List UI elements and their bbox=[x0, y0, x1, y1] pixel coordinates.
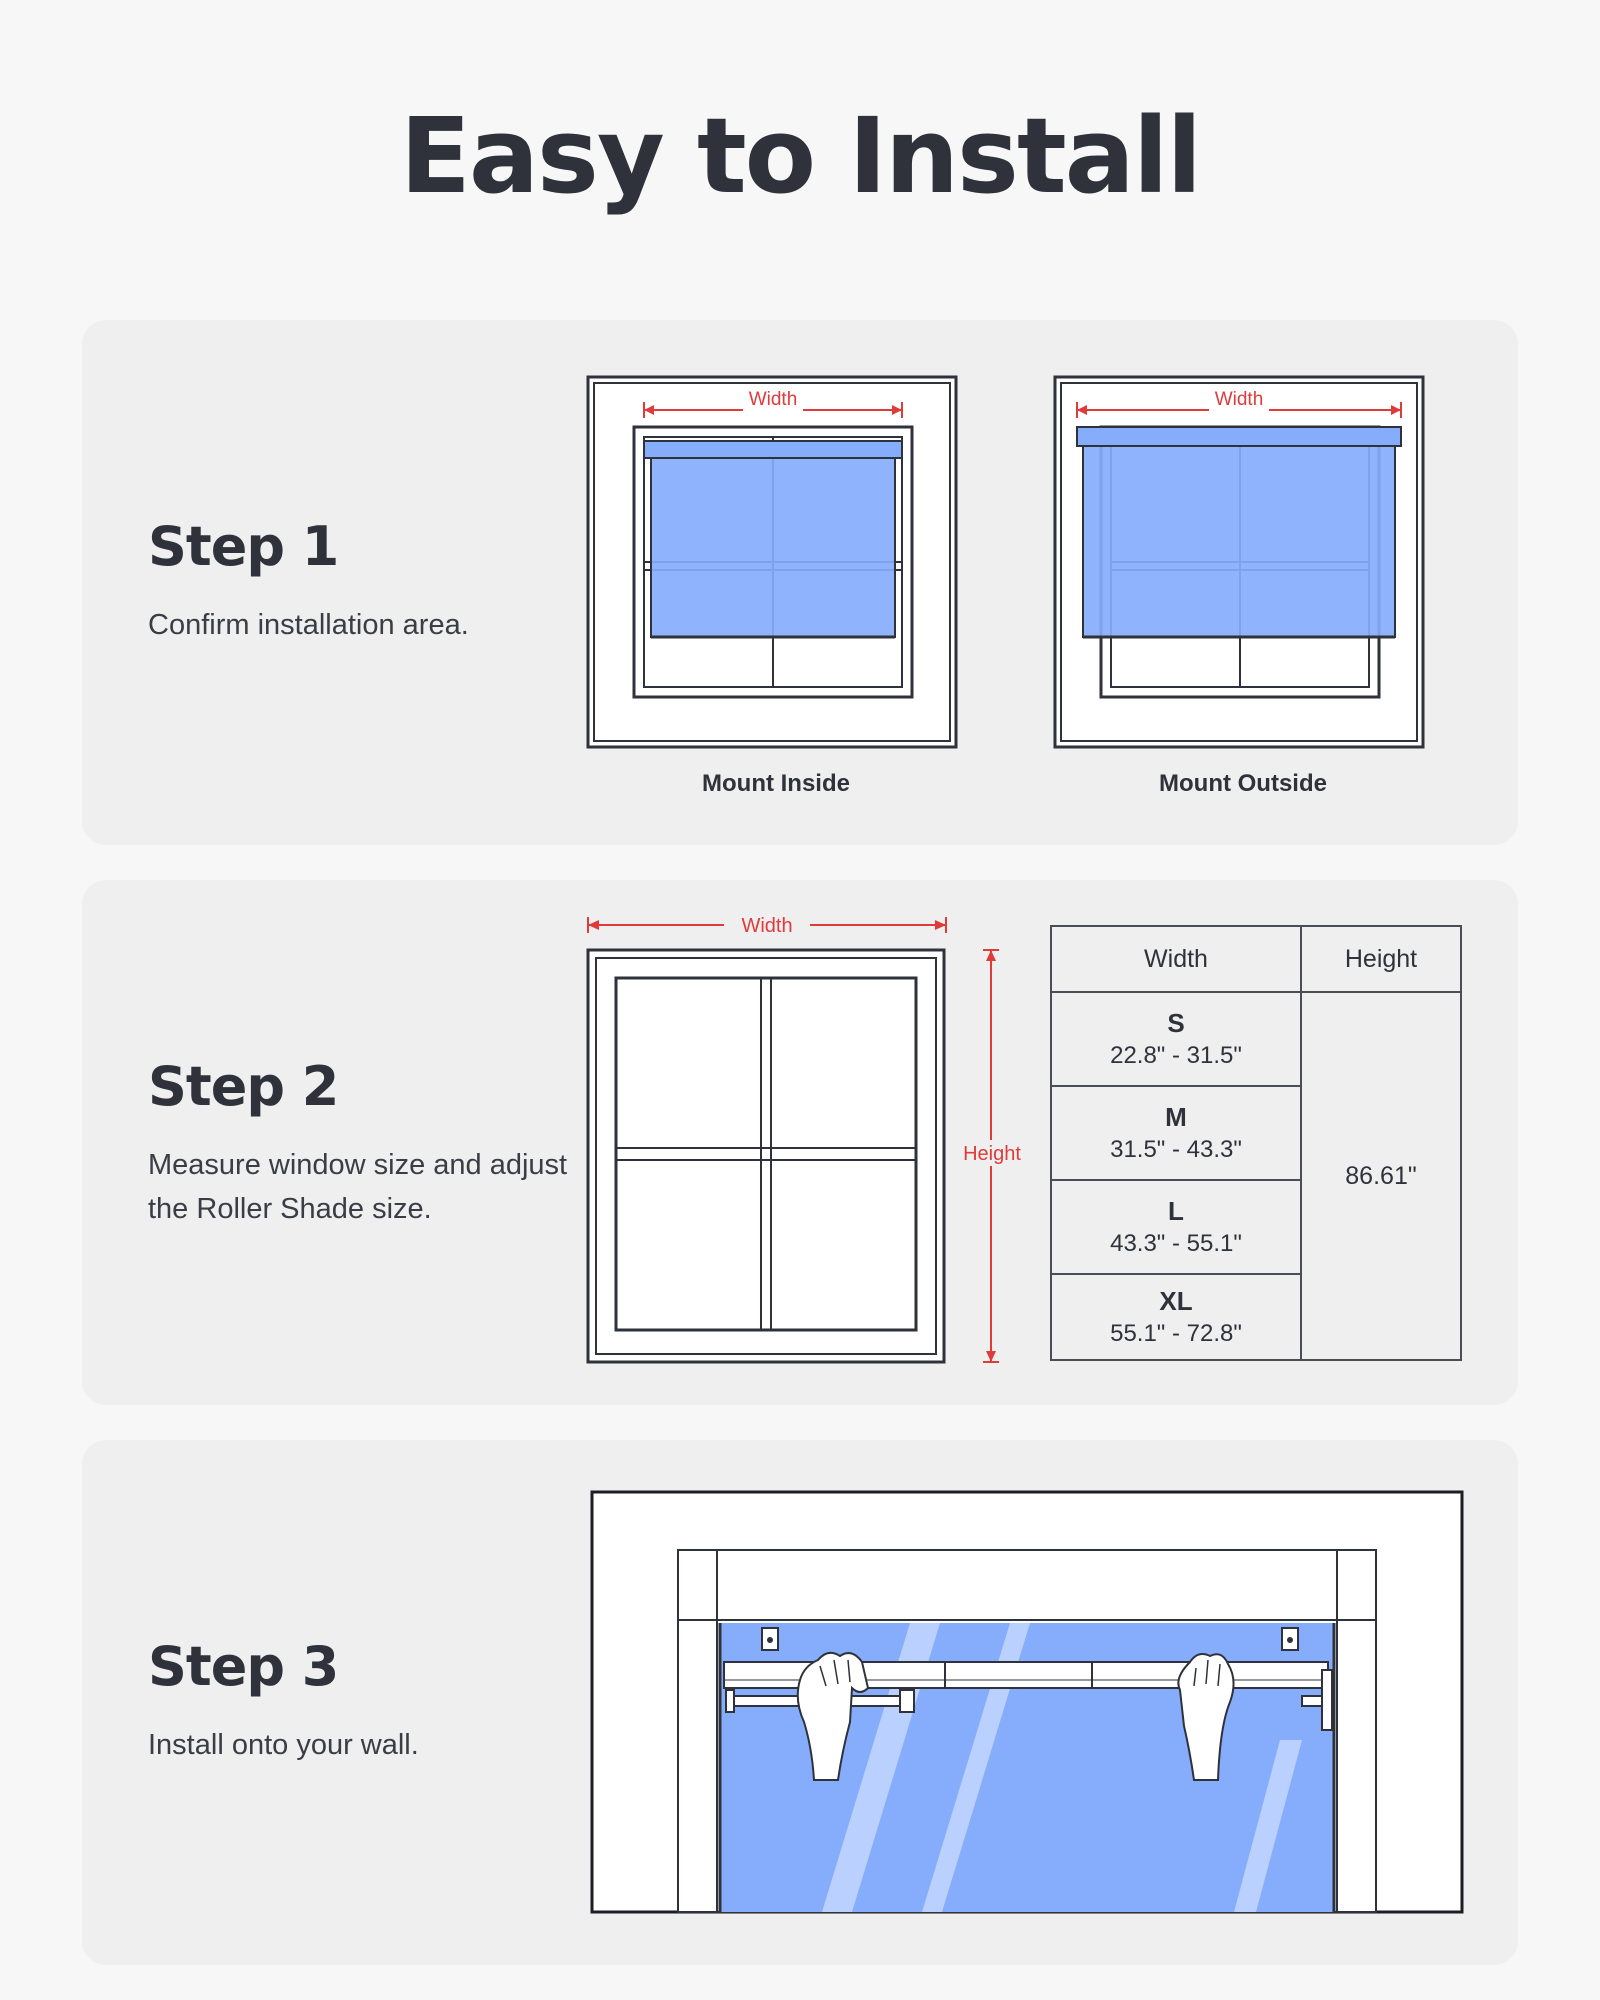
size-range: 31.5" - 43.3" bbox=[1110, 1136, 1242, 1163]
size-cell-s: S 22.8" - 31.5" bbox=[1050, 991, 1302, 1087]
step-3-card: Step 3 Install onto your wall. bbox=[82, 1440, 1518, 1965]
table-row: M 31.5" - 43.3" bbox=[1050, 1085, 1461, 1181]
mount-inside-width-label: Width bbox=[749, 389, 798, 410]
size-cell-xl: XL 55.1" - 72.8" bbox=[1050, 1273, 1302, 1361]
size-label: L bbox=[1168, 1196, 1184, 1226]
step-1-description: Confirm installation area. bbox=[148, 609, 469, 641]
size-range: 43.3" - 55.1" bbox=[1110, 1230, 1242, 1257]
step-3-title: Step 3 bbox=[148, 1635, 339, 1698]
size-range: 22.8" - 31.5" bbox=[1110, 1042, 1242, 1069]
size-label: XL bbox=[1159, 1286, 1193, 1316]
table-header-width: Width bbox=[1050, 925, 1302, 993]
step-3-description: Install onto your wall. bbox=[148, 1729, 419, 1761]
measure-width-label: Width bbox=[741, 915, 792, 937]
install-wall-diagram bbox=[590, 1490, 1464, 1914]
table-row: XL 55.1" - 72.8" bbox=[1050, 1273, 1461, 1361]
size-cell-l: L 43.3" - 55.1" bbox=[1050, 1179, 1302, 1275]
table-row: S 22.8" - 31.5" 86.61" bbox=[1050, 991, 1462, 1361]
measure-window-diagram: Width Height bbox=[586, 915, 1028, 1364]
size-table: Width Height S 22.8" - 31.5" 86.61" M 31… bbox=[1050, 925, 1462, 1361]
mount-inside-diagram: Width bbox=[586, 375, 958, 749]
step-2-card: Step 2 Measure window size and adjust th… bbox=[82, 880, 1518, 1405]
measure-height-label: Height bbox=[963, 1143, 1021, 1165]
step-2-title: Step 2 bbox=[148, 1055, 339, 1118]
step-2-description: Measure window size and adjust the Rolle… bbox=[148, 1149, 568, 1225]
size-label: M bbox=[1165, 1102, 1187, 1132]
mount-outside-diagram: Width bbox=[1053, 375, 1425, 749]
mount-outside-width-label: Width bbox=[1215, 389, 1264, 410]
size-range: 55.1" - 72.8" bbox=[1110, 1320, 1242, 1347]
size-label: S bbox=[1167, 1008, 1185, 1038]
page-title: Easy to Install bbox=[399, 95, 1202, 217]
step-1-title: Step 1 bbox=[148, 515, 339, 578]
table-row: L 43.3" - 55.1" bbox=[1050, 1179, 1461, 1275]
mount-inside-caption: Mount Inside bbox=[702, 770, 850, 797]
step-1-card: Step 1 Confirm installation area. Width … bbox=[82, 320, 1518, 845]
table-header-height: Height bbox=[1300, 925, 1462, 993]
size-cell-m: M 31.5" - 43.3" bbox=[1050, 1085, 1302, 1181]
height-value: 86.61" bbox=[1300, 991, 1462, 1361]
mount-outside-caption: Mount Outside bbox=[1159, 770, 1327, 797]
